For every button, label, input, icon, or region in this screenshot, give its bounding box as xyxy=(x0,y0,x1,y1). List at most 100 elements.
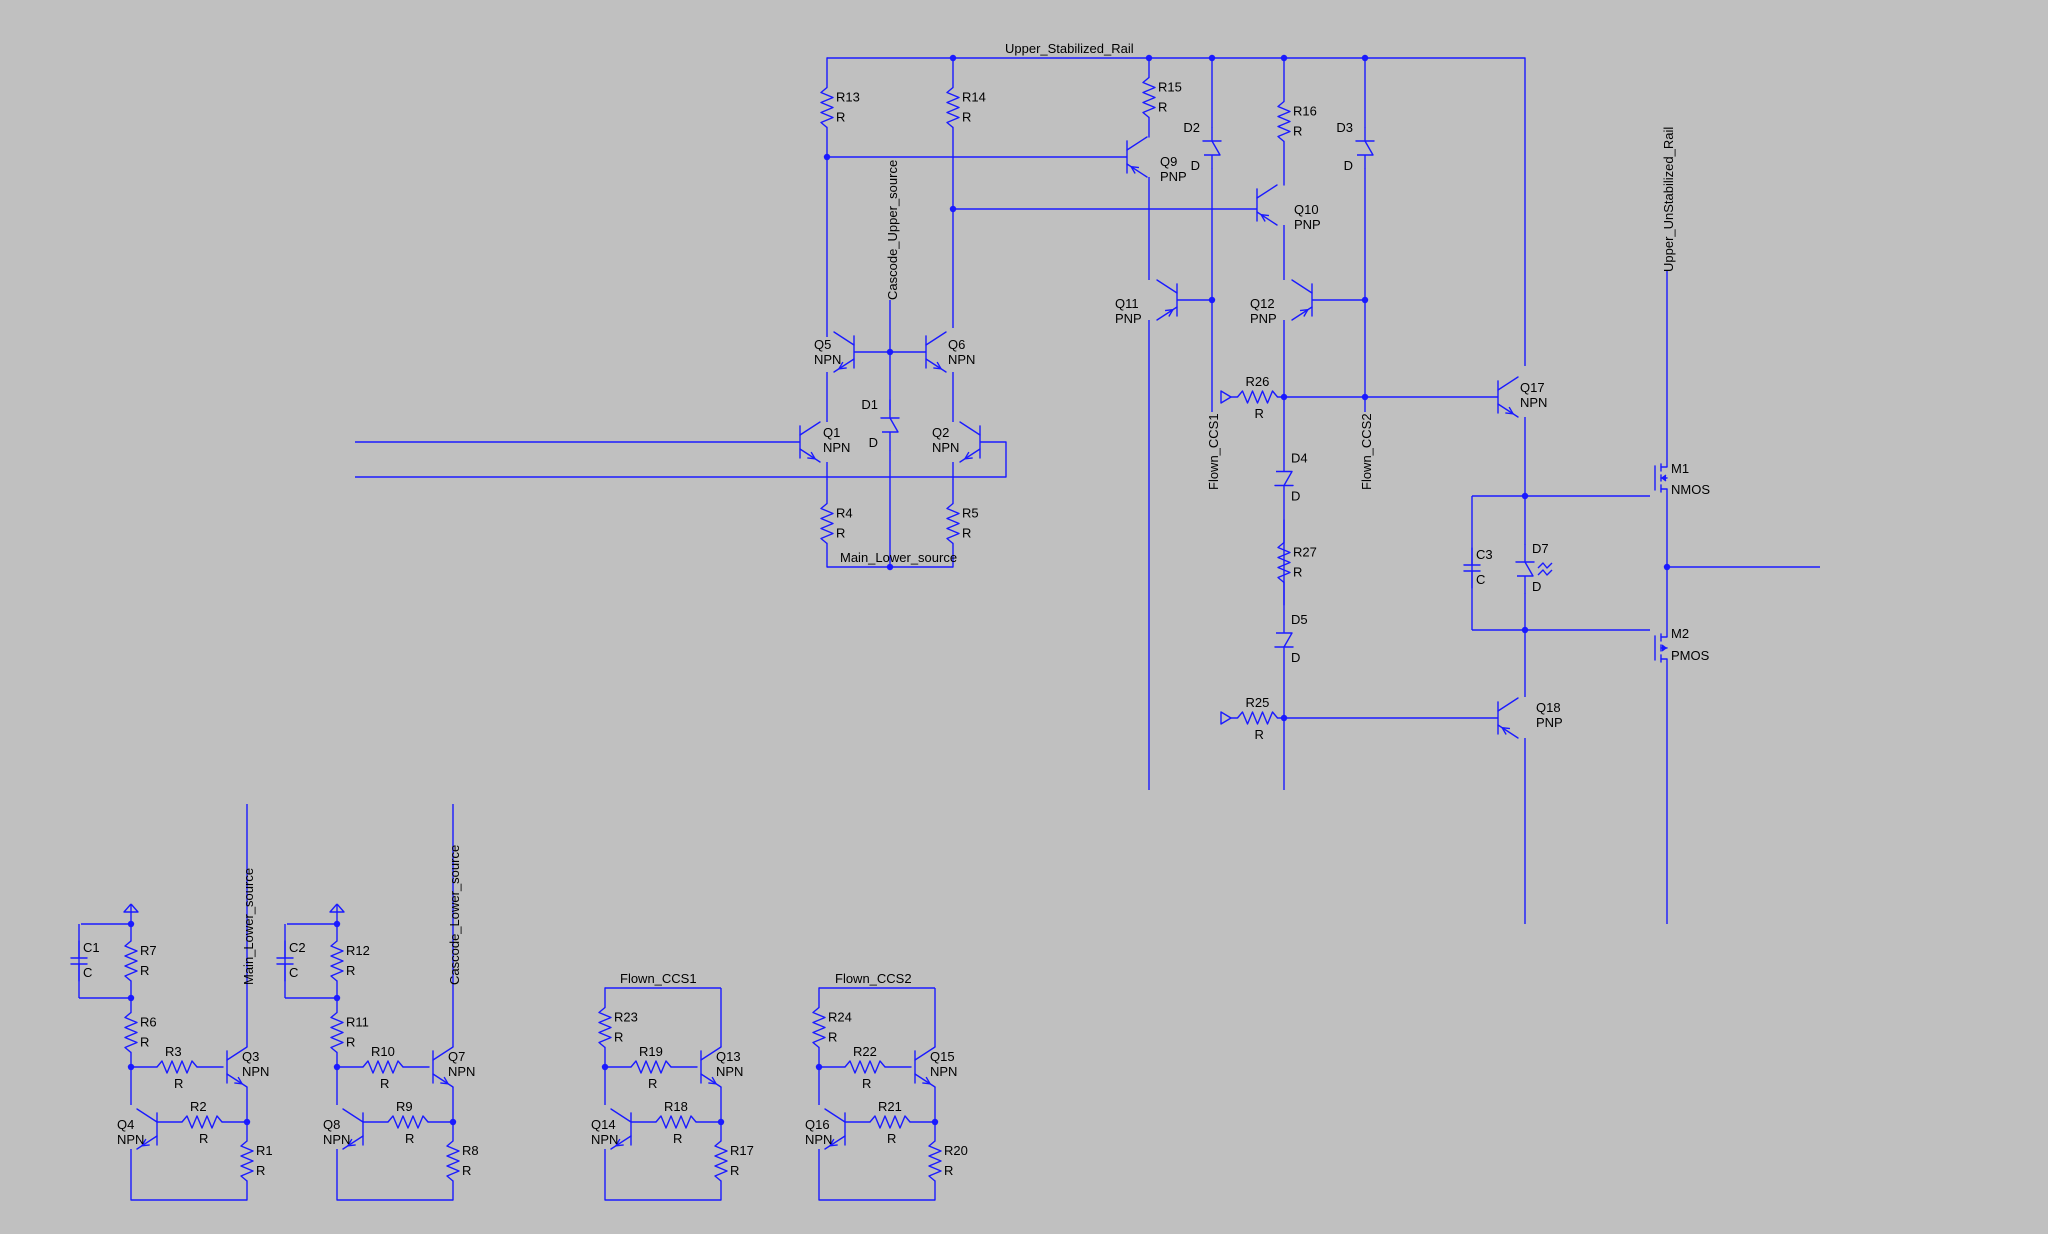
resistor-r3: R3R xyxy=(130,1044,224,1091)
resistor-value: R xyxy=(836,526,845,541)
transistor-name: Q5 xyxy=(814,337,831,352)
capacitor-name: C2 xyxy=(289,940,306,955)
capacitor-c3: C3C xyxy=(1463,547,1493,589)
junction-dot xyxy=(823,153,831,161)
resistor-name: R26 xyxy=(1246,374,1270,389)
wire xyxy=(130,1149,247,1201)
capacitor-value: C xyxy=(83,965,92,980)
resistor-name: R4 xyxy=(836,506,853,521)
resistor-name: R17 xyxy=(730,1143,754,1158)
resistor-name: R13 xyxy=(836,90,860,105)
led-d7: D7D xyxy=(1515,541,1553,594)
resistor-value: R xyxy=(346,963,355,978)
ground-symbol xyxy=(1220,390,1232,404)
junction-dot xyxy=(1361,296,1369,304)
resistor-value: R xyxy=(962,526,971,541)
resistor-name: R6 xyxy=(140,1015,157,1030)
transistor-name: Q13 xyxy=(716,1049,741,1064)
junction-dot xyxy=(127,994,135,1002)
transistor-value: PNP xyxy=(1115,311,1142,326)
resistor-r4: R4R xyxy=(820,479,853,568)
transistor-name: Q11 xyxy=(1115,296,1139,311)
resistor-value: R xyxy=(199,1131,208,1146)
net-label-main-lower-source: Main_Lower_source xyxy=(840,550,957,565)
net-label-flown-ccs2-2: Flown_CCS2 xyxy=(835,971,912,986)
resistor-value: R xyxy=(1293,124,1302,139)
resistor-name: R8 xyxy=(462,1143,479,1158)
diode-value: D xyxy=(1291,650,1300,665)
capacitor-c2: C2C xyxy=(276,940,306,982)
junction-dot xyxy=(1361,54,1369,62)
transistor-value: NPN xyxy=(823,440,850,455)
junction-dot xyxy=(815,1063,823,1071)
wire xyxy=(604,1149,721,1201)
resistor-name: R11 xyxy=(346,1015,369,1030)
resistor-value: R xyxy=(346,1035,355,1050)
resistor-name: R20 xyxy=(944,1143,968,1158)
resistor-name: R3 xyxy=(165,1044,182,1059)
resistor-name: R21 xyxy=(878,1099,902,1114)
transistor-value: PNP xyxy=(1160,169,1187,184)
transistor-value: NPN xyxy=(932,440,959,455)
junction-dot xyxy=(449,1118,457,1126)
transistor-name: Q12 xyxy=(1250,296,1275,311)
diode-value: D xyxy=(869,435,878,450)
transistor-value: NPN xyxy=(242,1064,269,1079)
diode-value: D xyxy=(1191,158,1200,173)
transistor-name: Q3 xyxy=(242,1049,259,1064)
components: R13RR14RR15RQ9PNPR16RQ10PNPQ11PNPD2DQ12P… xyxy=(70,57,1710,1201)
junction-dot xyxy=(1521,492,1529,500)
diode-name: D5 xyxy=(1291,612,1308,627)
ground-symbol xyxy=(1220,711,1232,725)
resistor-name: R22 xyxy=(853,1044,877,1059)
net-label-flown-ccs1: Flown_CCS1 xyxy=(1206,413,1221,490)
junction-dot xyxy=(1280,714,1288,722)
transistor-name: Q10 xyxy=(1294,202,1319,217)
junction-dot xyxy=(1361,393,1369,401)
diode-name: D7 xyxy=(1532,541,1549,556)
resistor-value: R xyxy=(730,1163,739,1178)
junction-dot xyxy=(243,1118,251,1126)
diode-d5: D5D xyxy=(1274,559,1308,721)
resistor-r7: R7R xyxy=(124,923,157,999)
resistor-name: R24 xyxy=(828,1010,852,1025)
net-label-flown-ccs1-2: Flown_CCS1 xyxy=(620,971,697,986)
junction-dot xyxy=(931,1118,939,1126)
diode-value: D xyxy=(1532,579,1541,594)
transistor-name: Q15 xyxy=(930,1049,955,1064)
resistor-value: R xyxy=(887,1131,896,1146)
resistor-value: R xyxy=(962,110,971,125)
resistor-value: R xyxy=(256,1163,265,1178)
junction-dot xyxy=(601,1063,609,1071)
transistor-name: Q4 xyxy=(117,1117,134,1132)
transistor-name: Q6 xyxy=(948,337,965,352)
junction-dot xyxy=(1663,563,1671,571)
resistor-r9: R9R xyxy=(362,1099,454,1146)
resistor-value: R xyxy=(405,1131,414,1146)
diode-d3: D3D xyxy=(1336,120,1375,173)
diode-name: D4 xyxy=(1291,451,1308,466)
resistor-value: R xyxy=(648,1076,657,1091)
resistor-value: R xyxy=(1293,565,1302,580)
resistor-name: R10 xyxy=(371,1044,395,1059)
transistor-value: NPN xyxy=(814,352,841,367)
diode-d4: D4D xyxy=(1274,396,1308,561)
